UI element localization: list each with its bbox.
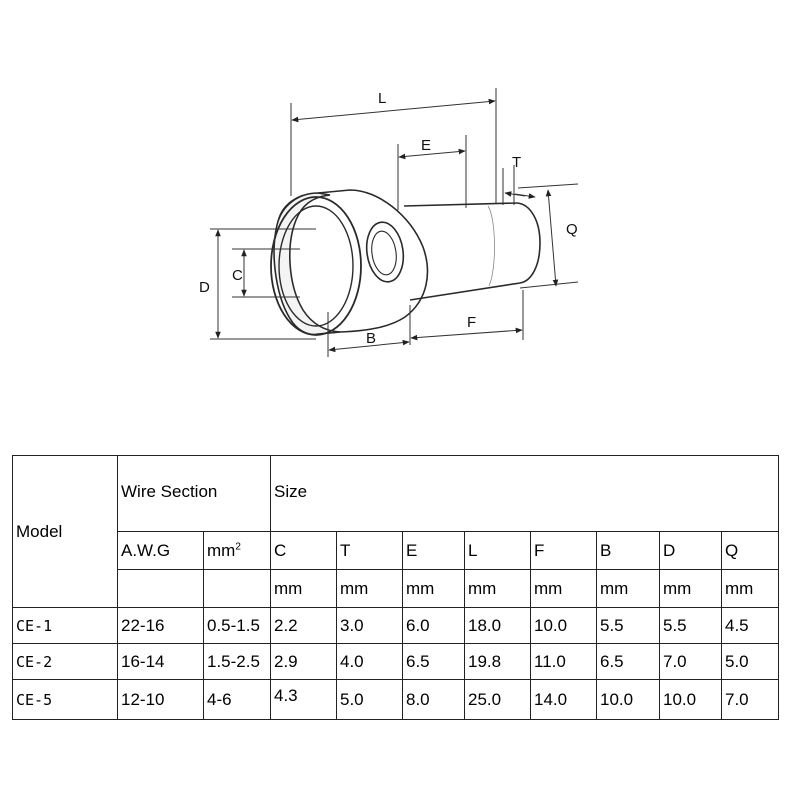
unit-cell: mm — [721, 569, 779, 608]
header-mm2: mm2 — [203, 531, 271, 570]
model-cell: CE-2 — [12, 643, 118, 680]
size-cell: 25.0 — [464, 679, 531, 720]
unit-cell: mm — [270, 569, 337, 608]
header-size-col: Q — [721, 531, 779, 570]
header-wire-section: Wire Section — [117, 455, 271, 532]
size-cell: 14.0 — [530, 679, 597, 720]
unit-cell: mm — [464, 569, 531, 608]
size-cell: 7.0 — [659, 643, 722, 680]
awg-cell: 22-16 — [117, 607, 204, 644]
dim-label-E: E — [421, 137, 431, 154]
cup-opening — [270, 196, 362, 336]
awg-cell: 12-10 — [117, 679, 204, 720]
units-blank-cell — [117, 569, 204, 608]
unit-cell: mm — [402, 569, 465, 608]
dim-label-D: D — [199, 279, 210, 296]
dim-label-F: F — [467, 314, 476, 331]
connector-body — [276, 189, 541, 335]
unit-cell: mm — [336, 569, 403, 608]
header-model: Model — [12, 455, 118, 608]
header-size-col: C — [270, 531, 337, 570]
size-cell: 5.0 — [721, 643, 779, 680]
header-size-col: B — [596, 531, 660, 570]
header-size: Size — [270, 455, 779, 532]
unit-cell: mm — [596, 569, 660, 608]
end-cap-connector-drawing: L E T Q D C B F — [199, 88, 579, 357]
table-row: CE-2 16-14 1.5-2.5 2.9 4.0 6.5 19.8 11.0… — [12, 643, 779, 680]
header-size-col: F — [530, 531, 597, 570]
model-cell: CE-1 — [12, 607, 118, 644]
mm2-cell: 0.5-1.5 — [203, 607, 271, 644]
size-cell: 2.9 — [270, 643, 337, 680]
size-cell: 2.2 — [270, 607, 337, 644]
size-cell: 6.0 — [402, 607, 465, 644]
dimension-lines — [210, 88, 579, 357]
size-cell: 4.0 — [336, 643, 403, 680]
size-cell: 8.0 — [402, 679, 465, 720]
size-cell: 6.5 — [596, 643, 660, 680]
model-cell: CE-5 — [12, 679, 118, 720]
dim-label-L: L — [378, 90, 386, 107]
table-header-row: Model Wire Section Size — [12, 455, 779, 608]
size-cell: 3.0 — [336, 607, 403, 644]
size-cell: 5.5 — [596, 607, 660, 644]
dim-label-B: B — [366, 330, 376, 347]
table-row: CE-1 22-16 0.5-1.5 2.2 3.0 6.0 18.0 10.0… — [12, 607, 779, 644]
header-size-col: T — [336, 531, 403, 570]
size-cell: 5.0 — [336, 679, 403, 720]
size-cell: 4.5 — [721, 607, 779, 644]
size-cell: 7.0 — [721, 679, 779, 720]
size-cell: 6.5 — [402, 643, 465, 680]
size-cell: 18.0 — [464, 607, 531, 644]
header-size-col: E — [402, 531, 465, 570]
header-awg: A.W.G — [117, 531, 204, 570]
table-subheader-row: A.W.G mm2 C T E L F B D Q — [13, 531, 779, 570]
unit-cell: mm — [530, 569, 597, 608]
header-mm2-sup: 2 — [235, 540, 241, 552]
size-cell: 4.3 — [270, 679, 337, 720]
header-mm2-base: mm — [207, 540, 236, 560]
units-blank-cell — [203, 569, 271, 608]
table-units-row: mm mm mm mm mm mm mm mm — [13, 569, 779, 608]
unit-cell: mm — [659, 569, 722, 608]
table-row: CE-5 12-10 4-6 4.3 5.0 8.0 25.0 14.0 10.… — [12, 679, 779, 720]
awg-cell: 16-14 — [117, 643, 204, 680]
size-cell: 10.0 — [659, 679, 722, 720]
size-cell: 11.0 — [530, 643, 597, 680]
mm2-cell: 1.5-2.5 — [203, 643, 271, 680]
dim-label-C: C — [232, 267, 243, 284]
spec-table: Model Wire Section Size A.W.G mm2 C T E … — [12, 455, 779, 720]
header-size-col: D — [659, 531, 722, 570]
size-cell: 5.5 — [659, 607, 722, 644]
size-cell: 10.0 — [596, 679, 660, 720]
mm2-cell: 4-6 — [203, 679, 271, 720]
size-cell: 10.0 — [530, 607, 597, 644]
dim-label-T: T — [512, 154, 521, 171]
header-size-col: L — [464, 531, 531, 570]
dim-label-Q: Q — [566, 221, 578, 238]
size-cell: 19.8 — [464, 643, 531, 680]
